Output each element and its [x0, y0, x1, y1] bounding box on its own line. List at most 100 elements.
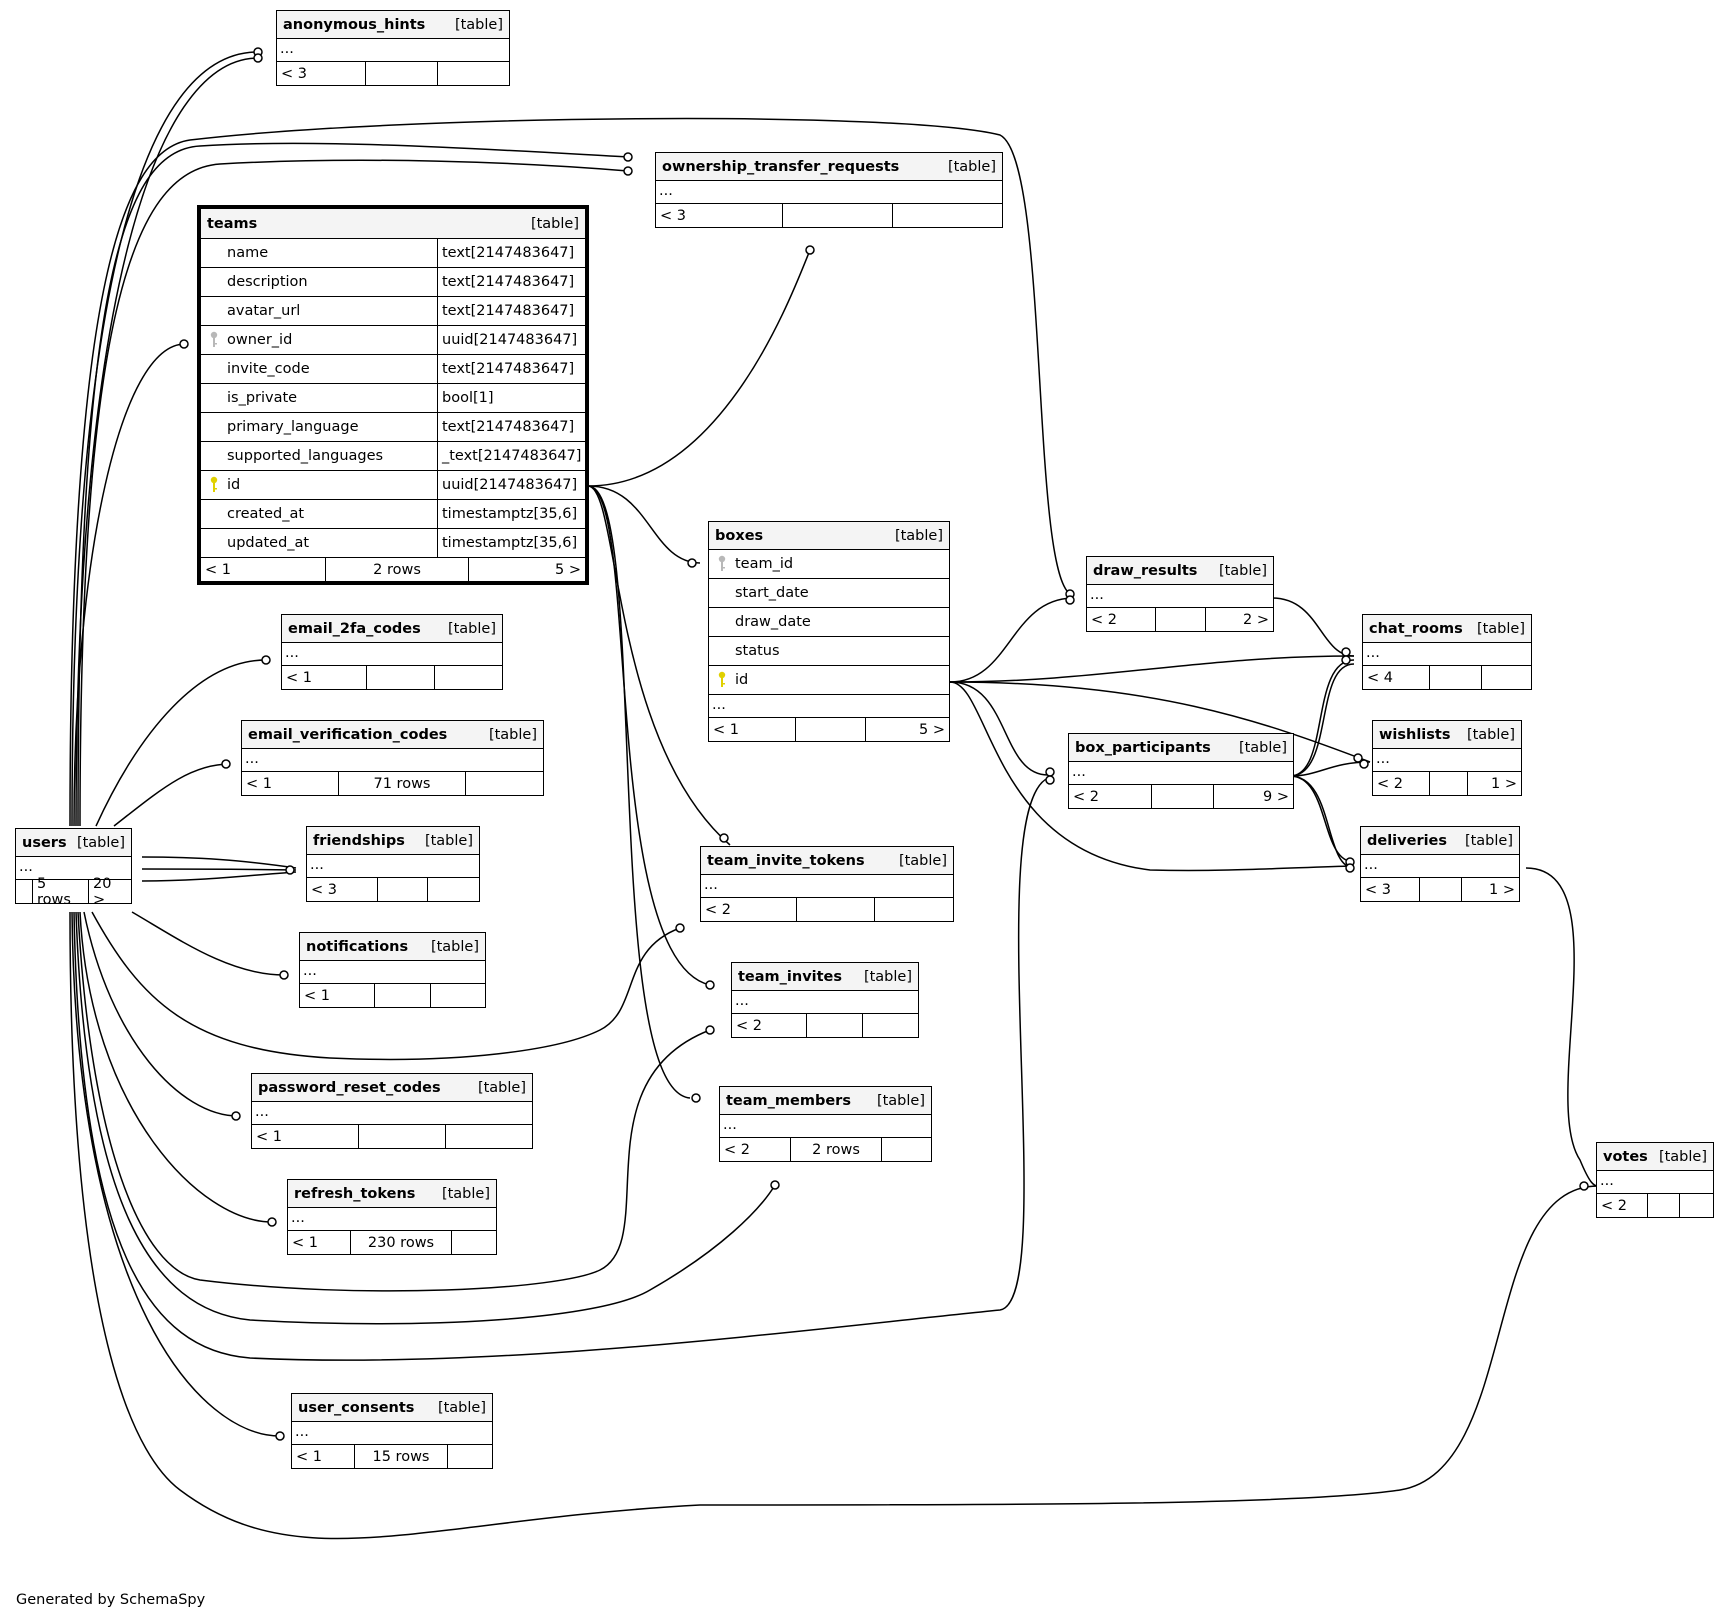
parents-count[interactable]: < 3 — [1365, 881, 1391, 898]
children-count[interactable]: 2 > — [1205, 608, 1273, 631]
table-name[interactable]: email_verification_codes — [248, 726, 448, 743]
children-count[interactable] — [1679, 1194, 1713, 1217]
parents-count[interactable]: < 4 — [1367, 669, 1393, 686]
column-row[interactable]: id — [709, 666, 949, 695]
table-name[interactable]: teams — [207, 215, 258, 232]
table-name[interactable]: anonymous_hints — [283, 16, 426, 33]
table-name[interactable]: team_invites — [738, 968, 843, 985]
table-name[interactable]: email_2fa_codes — [288, 620, 421, 637]
table-team-members[interactable]: team_members[table] ... < 2 2 rows — [719, 1086, 932, 1162]
table-notifications[interactable]: notifications[table] ... < 1 — [299, 932, 486, 1008]
table-name[interactable]: deliveries — [1367, 832, 1448, 849]
parents-count[interactable]: < 2 — [724, 1141, 750, 1158]
table-ownership-transfer-requests[interactable]: ownership_transfer_requests[table] ... <… — [655, 152, 1003, 228]
table-name[interactable]: friendships — [313, 832, 405, 849]
table-box-participants[interactable]: box_participants[table] ... < 2 9 > — [1068, 733, 1294, 809]
table-users[interactable]: users[table] ... 5 rows 20 > — [15, 828, 132, 908]
table-name[interactable]: draw_results — [1093, 562, 1198, 579]
parents-count[interactable]: < 1 — [304, 987, 330, 1004]
children-count[interactable] — [874, 898, 953, 921]
parents-count[interactable]: < 1 — [292, 1234, 318, 1251]
parents-count[interactable]: < 3 — [660, 207, 686, 224]
table-chat-rooms[interactable]: chat_rooms[table] ... < 4 — [1362, 614, 1532, 690]
table-name[interactable]: boxes — [715, 527, 764, 544]
table-name[interactable]: refresh_tokens — [294, 1185, 416, 1202]
table-friendships[interactable]: friendships[table] ... < 3 — [306, 826, 480, 902]
children-count[interactable]: 5 > — [468, 558, 585, 581]
children-count[interactable] — [434, 666, 502, 689]
table-name[interactable]: password_reset_codes — [258, 1079, 441, 1096]
table-wishlists[interactable]: wishlists[table] ... < 2 1 > — [1372, 720, 1522, 796]
parents-count[interactable]: < 1 — [256, 1128, 282, 1145]
children-count[interactable] — [427, 878, 479, 901]
children-count[interactable]: 5 > — [865, 718, 949, 741]
parents-count[interactable] — [16, 880, 32, 903]
children-count[interactable]: 9 > — [1213, 785, 1293, 808]
children-count[interactable] — [881, 1138, 931, 1161]
table-email-verification-codes[interactable]: email_verification_codes[table] ... < 1 … — [241, 720, 544, 796]
table-user-consents[interactable]: user_consents[table] ... < 1 15 rows — [291, 1393, 493, 1469]
table-draw-results[interactable]: draw_results[table] ... < 2 2 > — [1086, 556, 1274, 632]
column-row[interactable]: team_id — [709, 550, 949, 579]
parents-count[interactable]: < 2 — [736, 1017, 762, 1034]
table-name[interactable]: team_invite_tokens — [707, 852, 865, 869]
table-anonymous-hints[interactable]: anonymous_hints[table] ... < 3 — [276, 10, 510, 86]
children-count[interactable] — [437, 62, 509, 85]
column-row[interactable]: supported_languages_text[2147483647] — [201, 442, 585, 471]
column-row[interactable]: start_date — [709, 579, 949, 608]
parents-count[interactable]: < 1 — [713, 721, 739, 738]
table-refresh-tokens[interactable]: refresh_tokens[table] ... < 1 230 rows — [287, 1179, 497, 1255]
children-count[interactable] — [892, 204, 1002, 227]
table-name[interactable]: chat_rooms — [1369, 620, 1463, 637]
parents-count[interactable]: < 1 — [246, 775, 272, 792]
table-team-invites[interactable]: team_invites[table] ... < 2 — [731, 962, 919, 1038]
table-votes[interactable]: votes[table] ... < 2 — [1596, 1142, 1714, 1218]
children-count[interactable]: 1 > — [1467, 772, 1521, 795]
children-count[interactable] — [451, 1231, 496, 1254]
table-name[interactable]: team_members — [726, 1092, 851, 1109]
parents-count[interactable]: < 2 — [1091, 611, 1117, 628]
parents-count[interactable]: < 2 — [1601, 1197, 1627, 1214]
table-name[interactable]: user_consents — [298, 1399, 415, 1416]
table-name[interactable]: notifications — [306, 938, 409, 955]
table-password-reset-codes[interactable]: password_reset_codes[table] ... < 1 — [251, 1073, 533, 1149]
parents-count[interactable]: < 2 — [1073, 788, 1099, 805]
table-email-2fa-codes[interactable]: email_2fa_codes[table] ... < 1 — [281, 614, 503, 690]
table-name[interactable]: ownership_transfer_requests — [662, 158, 900, 175]
parents-count[interactable]: < 3 — [281, 65, 307, 82]
children-count[interactable] — [1481, 666, 1531, 689]
parents-count[interactable]: < 1 — [286, 669, 312, 686]
table-deliveries[interactable]: deliveries[table] ... < 3 1 > — [1360, 826, 1520, 902]
parents-count[interactable]: < 2 — [705, 901, 731, 918]
table-name[interactable]: wishlists — [1379, 726, 1451, 743]
children-count[interactable] — [862, 1014, 918, 1037]
parents-count[interactable]: < 2 — [1377, 775, 1403, 792]
children-count[interactable] — [445, 1125, 532, 1148]
table-name[interactable]: box_participants — [1075, 739, 1211, 756]
children-count[interactable]: 20 > — [88, 876, 131, 908]
children-count[interactable] — [430, 984, 485, 1007]
column-row[interactable]: status — [709, 637, 949, 666]
parents-count[interactable]: < 3 — [311, 881, 337, 898]
parents-count[interactable]: < 1 — [205, 561, 231, 578]
table-name[interactable]: users — [22, 834, 67, 851]
children-count[interactable] — [465, 772, 543, 795]
parents-count[interactable]: < 1 — [296, 1448, 322, 1465]
children-count[interactable]: 1 > — [1461, 878, 1519, 901]
column-row[interactable]: draw_date — [709, 608, 949, 637]
table-name[interactable]: votes — [1603, 1148, 1648, 1165]
table-team-invite-tokens[interactable]: team_invite_tokens[table] ... < 2 — [700, 846, 954, 922]
children-count[interactable] — [447, 1445, 492, 1468]
